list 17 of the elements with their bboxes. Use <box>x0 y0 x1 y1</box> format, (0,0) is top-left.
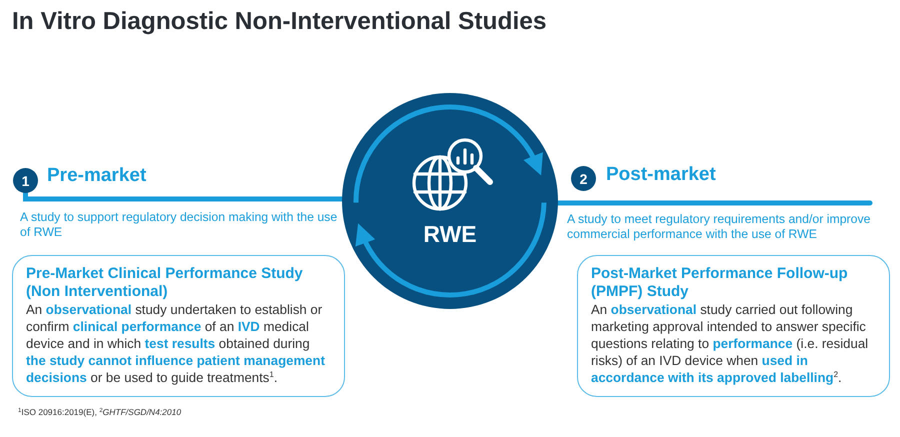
study-card <box>577 255 890 397</box>
card-title: Pre-Market Clinical Performance Study (Non Interventional) <box>26 265 304 301</box>
badge-number: 1 <box>22 172 30 188</box>
description-text: A study to support regulatory decision making with the use of RWE <box>20 210 338 240</box>
description-text: A study to meet regulatory requirements and/or improve commercial performance with the use of RWE <box>567 212 872 242</box>
footnote-text: $^{1}$ISO 20916:2019(E), $^{2}$GHTF/SGD/N4:2010 <box>18 407 182 417</box>
card-title: Post-Market Performance Follow-up (PMPF) Study <box>591 265 849 301</box>
number-badge <box>13 168 38 193</box>
circle-label: RWE <box>422 221 478 248</box>
study-card <box>12 255 345 397</box>
card-body-text: An observational study carried out following marketing approval intended to answer specific questions relating to performance (i.e. residual risks) of an IVD device when used in accordance with its approved labelling$^{2}$. <box>591 301 870 386</box>
number-badge <box>571 166 596 191</box>
section-heading: Pre-market <box>47 165 146 187</box>
title: In Vitro Diagnostic Non-Interventional Studies <box>12 8 547 36</box>
card-body-text: An observational study undertaken to establish or confirm clinical performance of an IVD medical device and in which test results obtained during the study cannot influence patient management decisions or be used to guide treatments$^{1}$. <box>26 301 326 386</box>
section-heading: Post-market <box>606 164 716 186</box>
badge-number: 2 <box>580 170 588 186</box>
